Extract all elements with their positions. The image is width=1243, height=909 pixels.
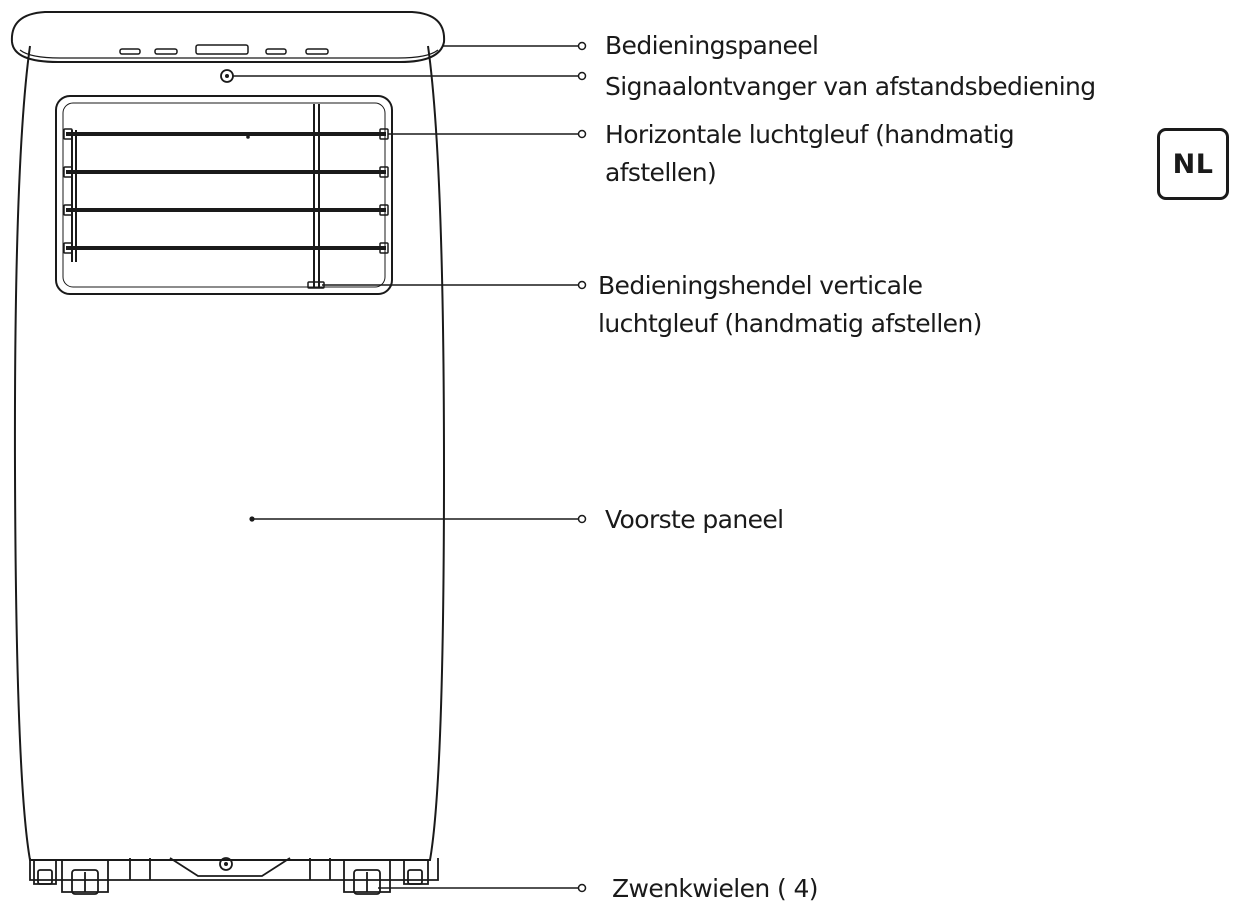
side-louver-rail	[71, 130, 77, 262]
unit-base	[29, 857, 439, 881]
label-front-panel: Voorste paneel	[605, 505, 784, 534]
base-center-cover	[169, 857, 291, 877]
caster-right	[343, 860, 391, 895]
caster-left-outer	[33, 860, 57, 885]
grille-frame	[55, 95, 393, 295]
control-panel	[119, 44, 329, 55]
label-casters: Zwenkwielen ( 4)	[612, 874, 818, 903]
base-center-screw	[219, 857, 233, 871]
panel-button-1	[119, 48, 141, 55]
panel-display	[195, 44, 249, 55]
vertical-louver-lever	[307, 104, 325, 289]
leader-start-dots	[249, 516, 255, 522]
air-outlet-grille	[55, 95, 393, 295]
label-horizontal-louver-line2: afstellen)	[605, 158, 716, 187]
language-badge: NL	[1157, 128, 1229, 200]
base-rib-right	[309, 858, 331, 880]
louver-end-caps	[63, 128, 389, 254]
label-horizontal-louver-line1: Horizontale luchtgleuf (handmatig	[605, 120, 1014, 149]
label-remote-receiver: Signaalontvanger van afstandsbediening	[605, 72, 1096, 101]
grille-inner-frame	[62, 102, 386, 288]
panel-button-2	[154, 48, 178, 55]
unit-top-cap	[10, 11, 446, 63]
leader-lines	[233, 45, 578, 889]
remote-receiver-sensor	[220, 69, 234, 83]
horizontal-louvers	[66, 132, 386, 250]
casters	[33, 860, 429, 895]
base-rib-left	[129, 858, 151, 880]
leader-end-circles	[577, 41, 587, 893]
panel-button-4	[305, 48, 329, 55]
label-control-panel: Bedieningspaneel	[605, 31, 818, 60]
caster-right-outer	[403, 860, 429, 885]
caster-left	[61, 860, 109, 895]
label-vertical-lever-line1: Bedieningshendel verticale	[598, 271, 923, 300]
base-plate	[29, 858, 439, 881]
panel-button-3	[265, 48, 287, 55]
unit-top-cap-seam	[19, 49, 439, 59]
label-vertical-lever-line2: luchtgleuf (handmatig afstellen)	[598, 309, 982, 338]
